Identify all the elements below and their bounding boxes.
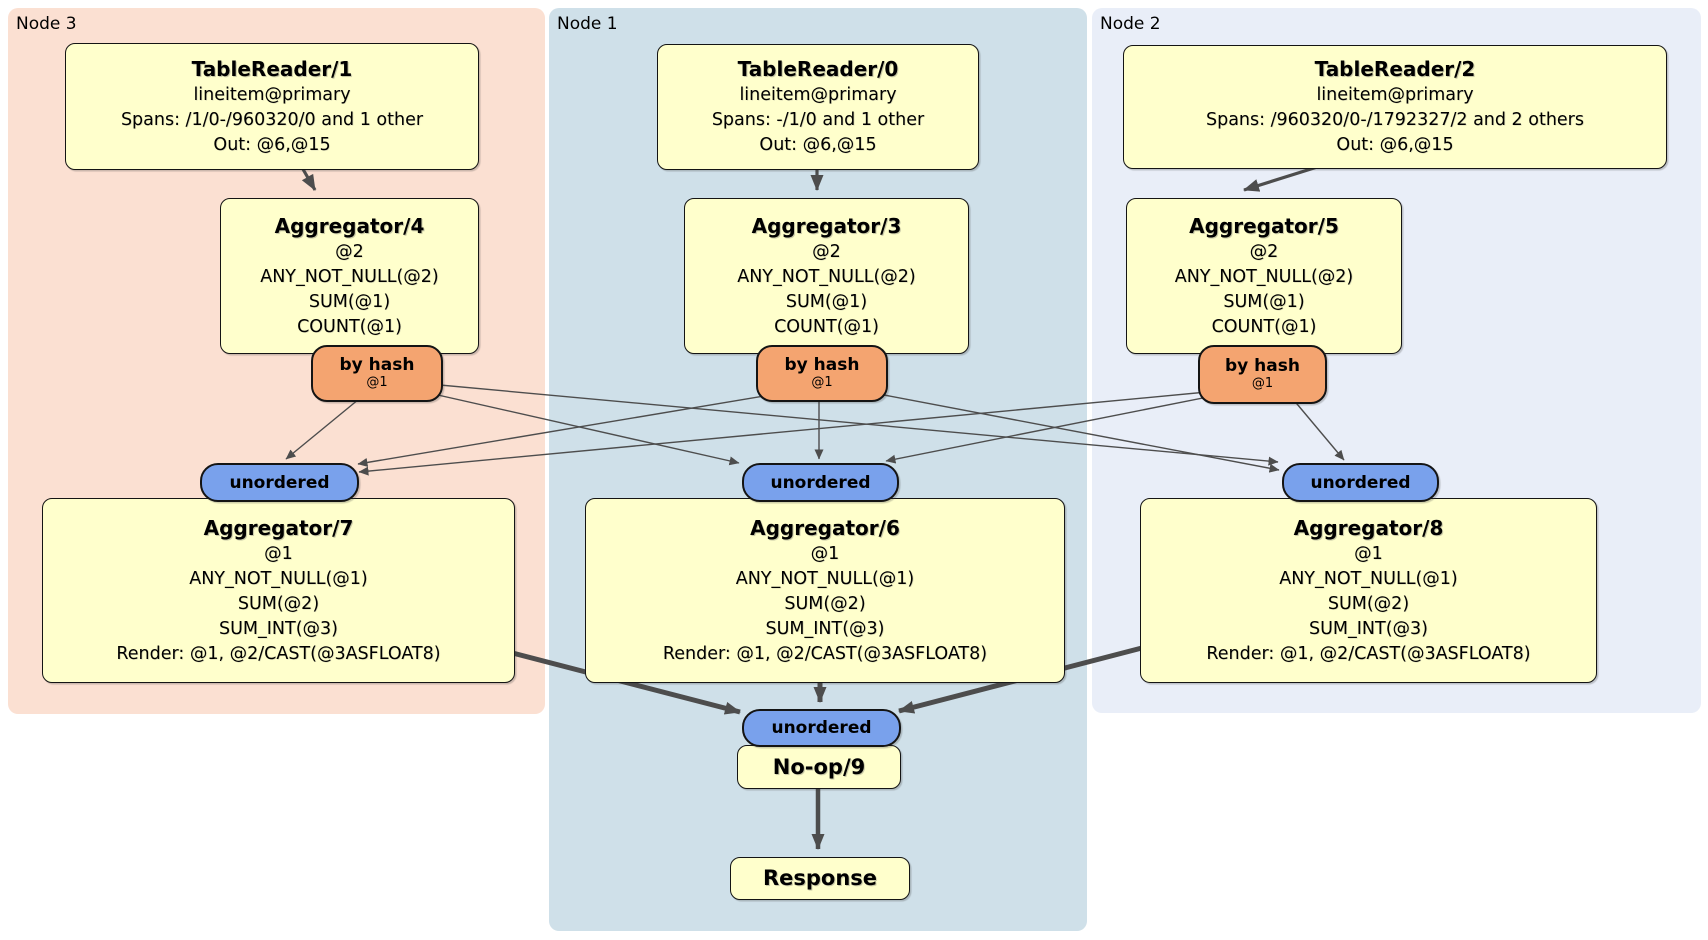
edge-r4-s6 xyxy=(397,385,740,466)
node-detail: @2 xyxy=(812,241,841,262)
node-detail: ANY_NOT_NULL(@2) xyxy=(737,266,916,287)
node-detail: ANY_NOT_NULL(@1) xyxy=(735,568,915,589)
sync-label: unordered xyxy=(771,718,872,738)
node-title: Aggregator/7 xyxy=(203,515,354,540)
node-aggregator-5: Aggregator/5 @2 ANY_NOT_NULL(@2) SUM(@1)… xyxy=(1126,198,1402,354)
edge-r5-s8 xyxy=(1291,397,1345,461)
node-detail: lineitem@primary xyxy=(1316,85,1474,105)
node-aggregator-7: Aggregator/7 @1 ANY_NOT_NULL(@1) SUM(@2)… xyxy=(42,498,515,683)
edge-r5-s7 xyxy=(358,389,1229,476)
node-aggregator-3: Aggregator/3 @2 ANY_NOT_NULL(@2) SUM(@1)… xyxy=(684,198,969,354)
node-detail: Out: @6,@15 xyxy=(759,135,877,155)
node-tablereader-2: TableReader/2 lineitem@primary Spans: /9… xyxy=(1123,45,1667,169)
node-title: Aggregator/8 xyxy=(1293,515,1444,540)
edge-r3-s7 xyxy=(357,389,801,467)
node-title: TableReader/1 xyxy=(191,56,353,81)
node-detail: ANY_NOT_NULL(@1) xyxy=(189,568,368,589)
sync-label: unordered xyxy=(770,472,871,493)
router-label: by hash xyxy=(339,355,415,375)
node-detail: Spans: /960320/0-/1792327/2 and 2 others xyxy=(1205,110,1584,130)
node-detail: @1 xyxy=(810,543,840,564)
group-node1-label: Node 1 xyxy=(557,14,618,34)
node-detail: Render: @1, @2/CAST(@3ASFLOAT8) xyxy=(1206,643,1531,664)
node-detail: COUNT(@1) xyxy=(1211,316,1317,337)
node-title: Aggregator/4 xyxy=(274,213,425,238)
node-detail: Out: @6,@15 xyxy=(213,134,331,155)
node-detail: lineitem@primary xyxy=(739,85,897,105)
node-detail: SUM_INT(@3) xyxy=(219,618,338,639)
node-detail: @1 xyxy=(264,543,293,564)
router-by-hash-4: by hash @1 xyxy=(311,345,443,402)
node-detail: COUNT(@1) xyxy=(774,316,879,337)
node-aggregator-8: Aggregator/8 @1 ANY_NOT_NULL(@1) SUM(@2)… xyxy=(1140,498,1597,683)
node-detail: SUM(@1) xyxy=(308,291,391,312)
node-tablereader-1: TableReader/1 lineitem@primary Spans: /1… xyxy=(65,43,479,170)
group-node3-label: Node 3 xyxy=(16,14,77,34)
node-detail: lineitem@primary xyxy=(193,84,351,105)
router-detail: @1 xyxy=(366,375,388,390)
edge-r3-s8 xyxy=(841,386,1280,473)
node-detail: SUM(@2) xyxy=(237,593,320,614)
node-detail: COUNT(@1) xyxy=(297,316,402,337)
sync-unordered-6: unordered xyxy=(742,463,899,502)
node-title: TableReader/0 xyxy=(737,57,899,81)
sync-unordered-9: unordered xyxy=(742,709,901,747)
sync-unordered-8: unordered xyxy=(1282,463,1439,502)
node-detail: SUM(@1) xyxy=(785,291,868,312)
node-detail: Spans: /1/0-/960320/0 and 1 other xyxy=(120,109,424,130)
node-detail: SUM(@2) xyxy=(1327,593,1410,614)
group-node2-label: Node 2 xyxy=(1100,14,1161,34)
node-detail: @2 xyxy=(335,241,364,262)
node-title: No-op/9 xyxy=(772,754,866,779)
node-detail: @2 xyxy=(1249,241,1279,262)
router-by-hash-3: by hash @1 xyxy=(756,345,888,402)
router-detail: @1 xyxy=(811,375,833,390)
node-detail: SUM(@1) xyxy=(1223,291,1305,312)
node-title: TableReader/2 xyxy=(1314,57,1476,81)
router-label: by hash xyxy=(1225,356,1300,376)
node-title: Aggregator/5 xyxy=(1189,213,1339,238)
node-detail: ANY_NOT_NULL(@2) xyxy=(1174,266,1354,287)
node-detail: @1 xyxy=(1354,543,1383,564)
edge-r5-s6 xyxy=(885,391,1234,464)
node-detail: SUM(@2) xyxy=(784,593,866,614)
sync-label: unordered xyxy=(229,472,330,493)
node-title: Aggregator/3 xyxy=(751,213,902,238)
sync-unordered-7: unordered xyxy=(200,463,359,502)
node-detail: ANY_NOT_NULL(@1) xyxy=(1279,568,1458,589)
node-detail: ANY_NOT_NULL(@2) xyxy=(260,266,439,287)
node-response: Response xyxy=(730,857,910,900)
sync-label: unordered xyxy=(1310,472,1411,493)
node-noop-9: No-op/9 xyxy=(737,745,901,789)
node-aggregator-6: Aggregator/6 @1 ANY_NOT_NULL(@1) SUM(@2)… xyxy=(585,498,1065,683)
node-detail: SUM_INT(@3) xyxy=(1309,618,1428,639)
node-tablereader-0: TableReader/0 lineitem@primary Spans: -/… xyxy=(657,44,979,170)
node-aggregator-4: Aggregator/4 @2 ANY_NOT_NULL(@2) SUM(@1)… xyxy=(220,198,479,354)
node-detail: Spans: -/1/0 and 1 other xyxy=(711,110,925,130)
node-title: Aggregator/6 xyxy=(750,515,900,540)
node-detail: Render: @1, @2/CAST(@3ASFLOAT8) xyxy=(662,643,988,664)
node-detail: Render: @1, @2/CAST(@3ASFLOAT8) xyxy=(116,643,441,664)
router-by-hash-5: by hash @1 xyxy=(1198,345,1327,404)
node-detail: Out: @6,@15 xyxy=(1336,135,1454,155)
edge-r4-s8 xyxy=(417,382,1279,466)
node-title: Response xyxy=(762,866,878,890)
router-label: by hash xyxy=(784,355,860,375)
node-detail: SUM_INT(@3) xyxy=(765,618,885,639)
router-detail: @1 xyxy=(1251,376,1274,391)
